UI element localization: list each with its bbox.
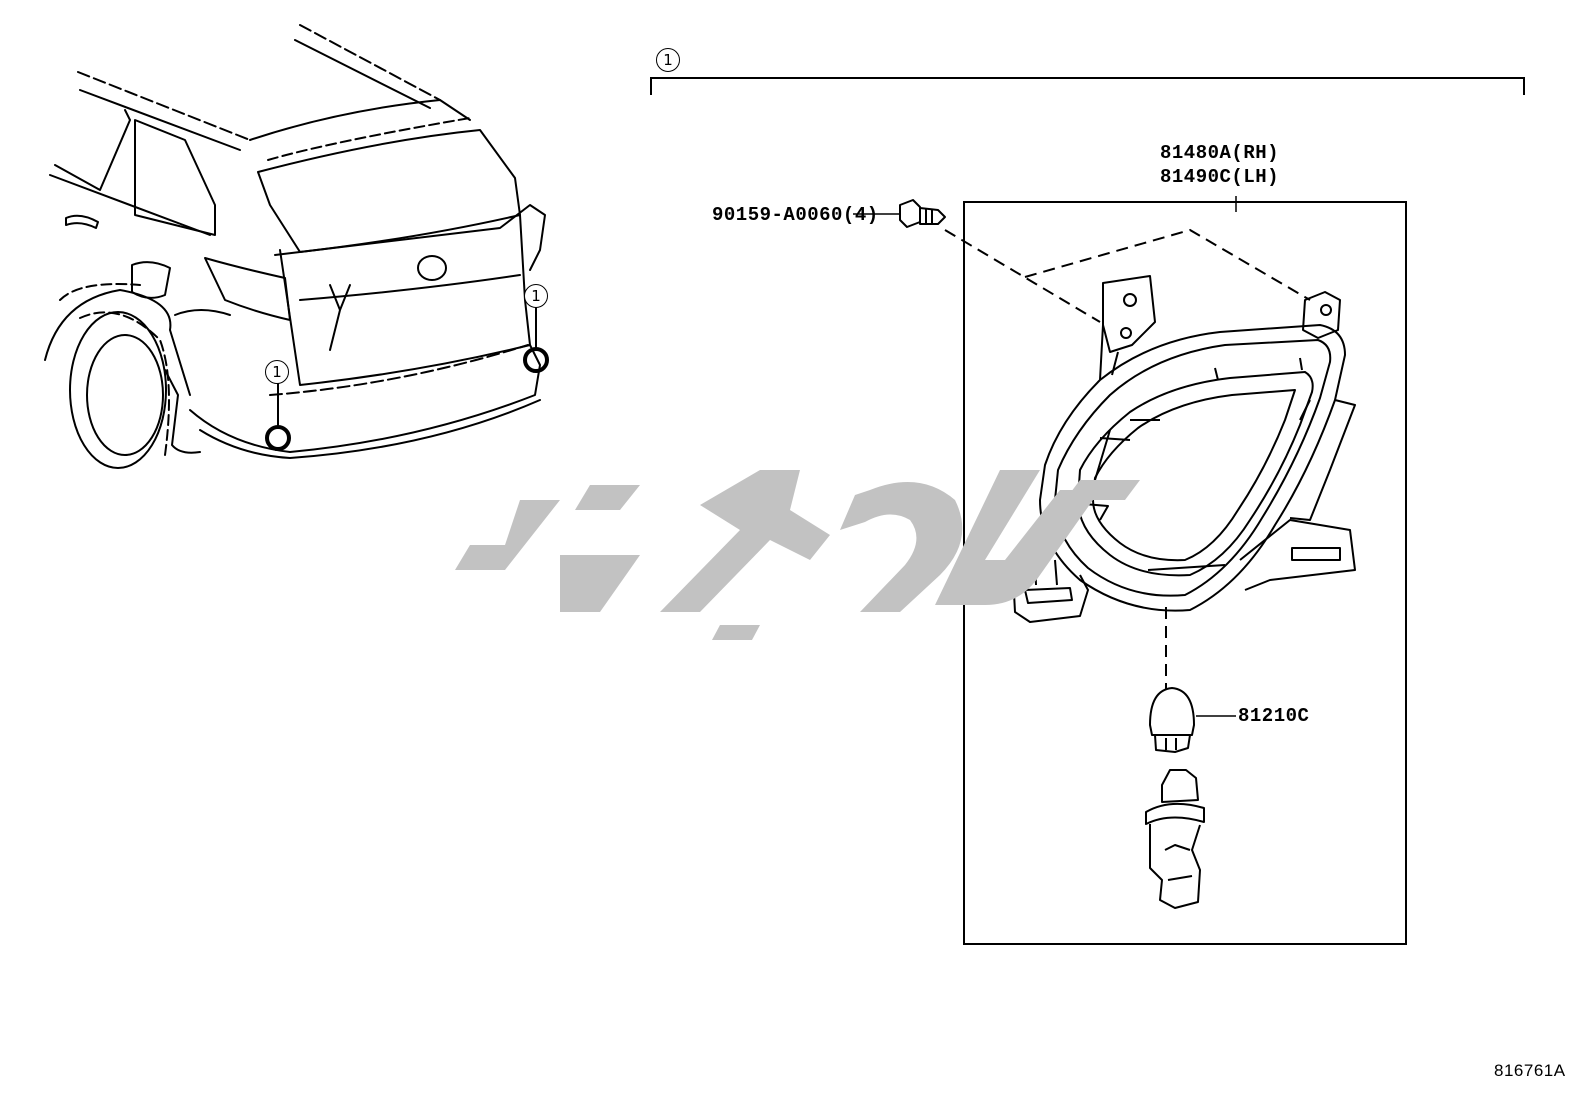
group-bracket [650,77,1525,95]
bulb-part-label: 81210C [1238,705,1310,727]
group-callout: 1 [656,48,680,72]
left-marker-callout: 1 [265,360,289,384]
lamp-housing [1011,275,1356,623]
figure-id-label: 816761A [1494,1061,1566,1080]
assembly-lines [944,228,1311,690]
right-marker-callout: 1 [524,284,548,308]
screw-part-label: 90159-A0060(4) [712,204,879,226]
bulb-part [1149,687,1236,753]
socket-part [1145,769,1205,909]
right-lamp-marker [523,347,549,373]
lamp-assembly-rh-label: 81480A(RH) [1160,142,1280,164]
watermark-logo [455,470,1140,640]
vehicle-rear-view [44,24,546,469]
screw-part [853,199,946,228]
rear-bumper-lamp-markers [265,302,549,451]
left-lamp-marker [265,425,291,451]
lamp-assembly-lh-label: 81490C(LH) [1160,166,1280,188]
